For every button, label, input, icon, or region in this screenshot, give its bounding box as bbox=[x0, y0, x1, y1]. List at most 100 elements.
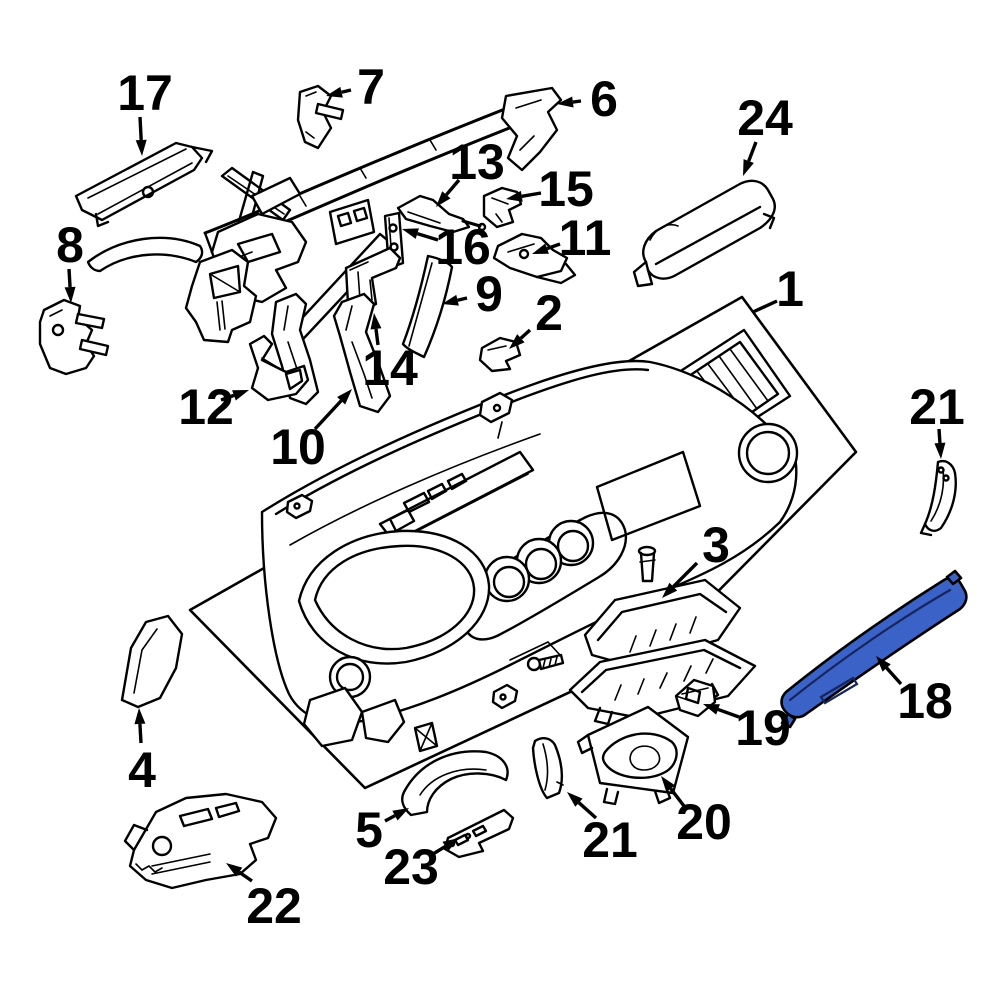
part-5-column-cover bbox=[401, 750, 509, 817]
callout-layer: 1234567891011121314151617181920212122232… bbox=[56, 59, 965, 934]
callout-18-arrowhead bbox=[876, 656, 891, 672]
callout-20[interactable]: 20 bbox=[661, 776, 732, 850]
callout-21b-leader bbox=[577, 801, 598, 820]
callout-3-leader bbox=[672, 561, 699, 588]
callout-13-arrowhead bbox=[436, 191, 451, 207]
callout-20-label[interactable]: 20 bbox=[676, 794, 732, 850]
callout-21a-label[interactable]: 21 bbox=[909, 379, 965, 435]
callout-12[interactable]: 12 bbox=[178, 379, 249, 435]
callout-21a[interactable]: 21 bbox=[909, 379, 965, 459]
callout-6-arrowhead bbox=[557, 96, 574, 108]
callout-4-label[interactable]: 4 bbox=[128, 742, 156, 798]
callout-15-label[interactable]: 15 bbox=[538, 161, 594, 217]
part-4-end-cap bbox=[120, 614, 184, 709]
callout-6-label[interactable]: 6 bbox=[590, 71, 618, 127]
callout-23-label[interactable]: 23 bbox=[383, 839, 439, 895]
callout-1-label[interactable]: 1 bbox=[776, 261, 804, 317]
callout-17-label[interactable]: 17 bbox=[117, 65, 173, 121]
callout-11-arrowhead bbox=[532, 243, 549, 254]
callout-10-label[interactable]: 10 bbox=[270, 419, 326, 475]
callout-24[interactable]: 24 bbox=[737, 90, 793, 176]
callout-20-leader bbox=[669, 787, 686, 808]
callout-5[interactable]: 5 bbox=[355, 802, 409, 858]
callout-7[interactable]: 7 bbox=[326, 59, 385, 115]
callout-18[interactable]: 18 bbox=[876, 656, 953, 729]
part-10 bbox=[332, 292, 392, 414]
callout-8[interactable]: 8 bbox=[56, 217, 84, 303]
callout-12-arrowhead bbox=[232, 390, 249, 401]
callout-9-label[interactable]: 9 bbox=[475, 266, 503, 322]
part-12 bbox=[248, 334, 310, 402]
callout-19[interactable]: 19 bbox=[703, 700, 791, 756]
part-8 bbox=[38, 298, 110, 376]
callout-13-leader bbox=[445, 178, 461, 196]
part-7 bbox=[296, 84, 345, 150]
callout-2-label[interactable]: 2 bbox=[535, 285, 563, 341]
callout-24-label[interactable]: 24 bbox=[737, 90, 793, 146]
push-pin-fastener bbox=[637, 545, 657, 583]
callout-7-label[interactable]: 7 bbox=[357, 59, 385, 115]
callout-5-label[interactable]: 5 bbox=[355, 802, 383, 858]
part-20-cluster-housing bbox=[576, 705, 690, 806]
callout-10-leader bbox=[313, 399, 343, 431]
callout-23[interactable]: 23 bbox=[383, 838, 459, 895]
callout-8-label[interactable]: 8 bbox=[56, 217, 84, 273]
callout-3[interactable]: 3 bbox=[662, 517, 730, 598]
part-18-trim-strip-highlighted bbox=[780, 569, 968, 729]
callout-17[interactable]: 17 bbox=[117, 65, 173, 156]
callout-23-leader bbox=[432, 844, 447, 856]
callout-14-label[interactable]: 14 bbox=[362, 340, 418, 396]
callout-21a-arrowhead bbox=[934, 442, 946, 459]
callout-2-leader bbox=[519, 328, 532, 340]
callout-10[interactable]: 10 bbox=[270, 389, 352, 475]
callout-7-leader bbox=[341, 88, 352, 94]
callout-9-arrowhead bbox=[442, 294, 459, 306]
callout-22[interactable]: 22 bbox=[226, 863, 302, 934]
callout-14[interactable]: 14 bbox=[362, 313, 418, 396]
callout-16[interactable]: 16 bbox=[402, 219, 491, 275]
callout-19-arrowhead bbox=[703, 704, 720, 715]
part-6 bbox=[500, 86, 563, 172]
callout-11[interactable]: 11 bbox=[532, 210, 611, 266]
callout-12-label[interactable]: 12 bbox=[178, 379, 234, 435]
callout-2[interactable]: 2 bbox=[509, 285, 563, 349]
callout-2-arrowhead bbox=[509, 334, 525, 349]
callout-11-label[interactable]: 11 bbox=[559, 210, 612, 266]
callout-1[interactable]: 1 bbox=[752, 261, 804, 317]
part-9-pillar-trim bbox=[401, 254, 454, 359]
callout-3-label[interactable]: 3 bbox=[702, 517, 730, 573]
callout-14-arrowhead bbox=[370, 313, 382, 330]
callout-6[interactable]: 6 bbox=[557, 71, 618, 127]
callout-21b[interactable]: 21 bbox=[567, 792, 638, 868]
callout-15-arrowhead bbox=[506, 190, 523, 202]
callout-7-arrowhead bbox=[326, 86, 343, 98]
callout-4-arrowhead bbox=[134, 708, 146, 725]
crossmember-assembly bbox=[86, 101, 529, 406]
callout-5-leader bbox=[384, 814, 396, 823]
callout-19-leader bbox=[717, 707, 740, 719]
part-19-bracket bbox=[674, 678, 717, 718]
callout-13-label[interactable]: 13 bbox=[449, 134, 505, 190]
callout-15-leader bbox=[521, 191, 542, 198]
callout-19-label[interactable]: 19 bbox=[735, 700, 791, 756]
callout-21b-label[interactable]: 21 bbox=[582, 812, 638, 868]
callout-22-leader bbox=[238, 870, 253, 883]
part-17 bbox=[74, 141, 214, 228]
part-22-underdash-panel bbox=[123, 792, 278, 890]
callout-9[interactable]: 9 bbox=[442, 266, 503, 322]
callout-8-arrowhead bbox=[64, 286, 76, 303]
callout-15[interactable]: 15 bbox=[506, 161, 594, 217]
part-13 bbox=[396, 194, 487, 234]
callout-18-label[interactable]: 18 bbox=[897, 673, 953, 729]
callout-22-label[interactable]: 22 bbox=[246, 878, 302, 934]
callout-21a-leader bbox=[937, 428, 942, 444]
callout-4[interactable]: 4 bbox=[128, 708, 156, 798]
callout-8-leader bbox=[67, 268, 72, 288]
callout-13[interactable]: 13 bbox=[436, 134, 505, 207]
callout-16-label[interactable]: 16 bbox=[435, 219, 491, 275]
callout-17-leader bbox=[138, 116, 143, 141]
callout-11-leader bbox=[546, 242, 561, 251]
dashboard-body bbox=[260, 359, 799, 748]
callout-6-leader bbox=[572, 99, 582, 104]
callout-16-arrowhead bbox=[402, 228, 419, 239]
